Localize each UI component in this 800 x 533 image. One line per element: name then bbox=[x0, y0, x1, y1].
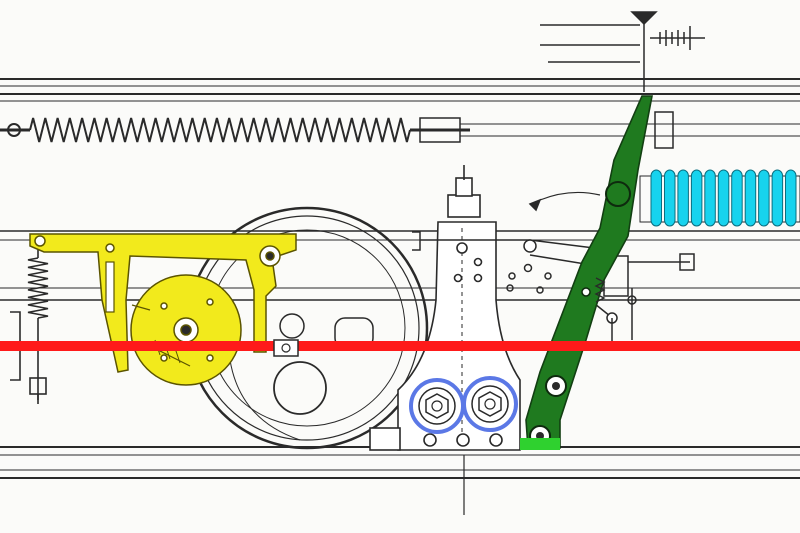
adjuster-spring bbox=[659, 26, 691, 50]
blue-rings bbox=[409, 376, 518, 434]
cyan-spring-coil bbox=[771, 169, 784, 227]
cyan-spring-coil bbox=[731, 169, 743, 227]
green-lever bbox=[520, 95, 653, 450]
cyan-spring-coil bbox=[690, 169, 703, 227]
cyan-spring-coil bbox=[704, 169, 716, 227]
cyan-spring-coil bbox=[744, 169, 757, 227]
left-vertical-spring bbox=[10, 242, 49, 404]
top-indicator bbox=[540, 11, 705, 92]
yellow-linkage bbox=[29, 233, 297, 386]
red-rod bbox=[0, 339, 800, 357]
cyan-spring-coil bbox=[677, 169, 689, 227]
small-right-spring bbox=[594, 277, 606, 303]
cyan-spring-coil bbox=[785, 169, 797, 227]
center-casting bbox=[369, 165, 521, 515]
cyan-spring-coil bbox=[650, 169, 662, 227]
upper-spring bbox=[0, 111, 800, 149]
cyan-spring bbox=[639, 169, 800, 227]
cyan-spring-coil bbox=[717, 169, 730, 227]
cyan-spring-coil bbox=[664, 169, 676, 227]
cyan-spring-coil bbox=[758, 169, 770, 227]
